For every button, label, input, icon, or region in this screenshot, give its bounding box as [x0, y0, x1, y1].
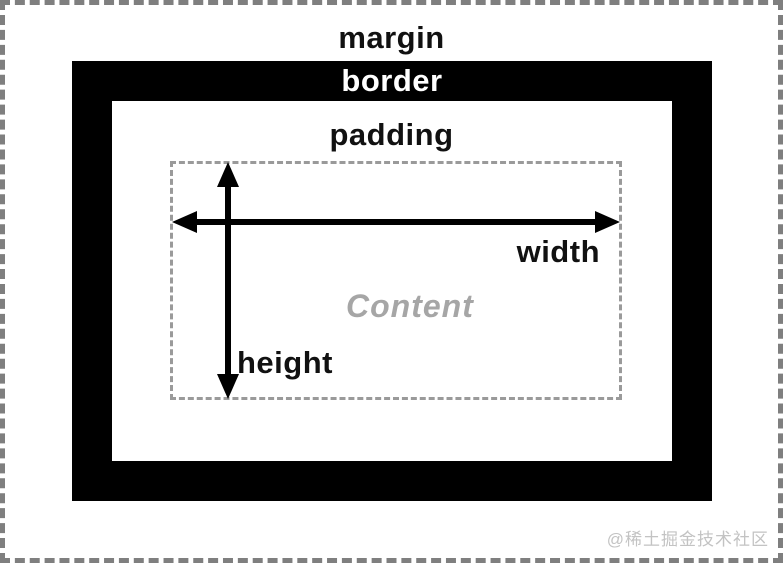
width-label: width — [516, 234, 600, 269]
margin-label: margin — [338, 20, 445, 55]
content-label: Content — [346, 288, 474, 324]
border-label: border — [341, 63, 443, 98]
watermark: @稀土掘金技术社区 — [606, 530, 769, 549]
height-label: height — [237, 345, 333, 380]
padding-label: padding — [329, 117, 454, 152]
content-area — [170, 161, 622, 400]
